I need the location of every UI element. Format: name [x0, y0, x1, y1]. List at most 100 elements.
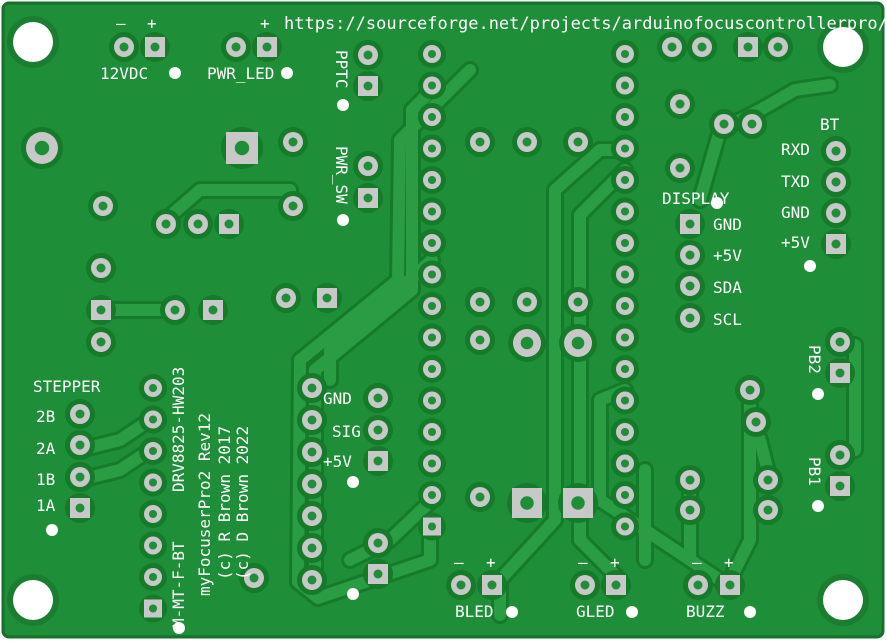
round-pad — [465, 482, 495, 512]
square-pad — [733, 32, 763, 62]
round-pad — [278, 127, 308, 157]
round-pad — [297, 373, 327, 403]
bled-plus-label: + — [486, 553, 496, 572]
round-pad — [418, 166, 446, 194]
round-pad — [611, 481, 639, 509]
round-pad — [611, 355, 639, 383]
round-pad — [139, 437, 167, 465]
round-pad — [709, 109, 739, 139]
round-pad — [418, 292, 446, 320]
stepper-2a-label: 2A — [36, 439, 56, 458]
square-pad — [825, 358, 855, 388]
round-pad — [151, 209, 181, 239]
square-pad — [507, 483, 547, 523]
credit-1-label: (c) R Brown 2017 — [215, 426, 234, 580]
gled-minus-label: – — [578, 553, 588, 572]
square-pad — [363, 446, 393, 476]
square-pad — [825, 471, 855, 501]
round-pad — [611, 323, 639, 352]
round-pad — [139, 531, 167, 560]
round-pad — [683, 570, 713, 600]
pin1-marker-dot — [626, 606, 638, 618]
buzz-minus-label: – — [692, 553, 702, 572]
round-pad — [741, 407, 771, 437]
round-pad — [297, 405, 327, 435]
round-pad — [418, 323, 446, 352]
round-pad — [675, 495, 705, 525]
pin1-marker-dot — [711, 197, 723, 209]
square-pad — [312, 283, 342, 313]
round-pad — [675, 465, 705, 495]
pin1-marker-dot — [337, 99, 349, 111]
round-pad — [675, 303, 705, 333]
round-pad — [363, 415, 393, 445]
pin1-marker-dot — [173, 622, 185, 634]
round-pad — [418, 386, 446, 415]
square-pad — [353, 71, 383, 101]
url-label: https://sourceforge.net/projects/arduino… — [284, 14, 886, 34]
round-pad — [675, 240, 705, 270]
round-pad — [611, 512, 639, 541]
round-pad — [88, 191, 118, 221]
round-pad — [418, 134, 446, 163]
round-pad — [65, 430, 95, 460]
silkscreen-dots — [46, 67, 824, 634]
round-pad — [665, 153, 695, 183]
sensor-5v-label: +5V — [323, 452, 352, 471]
round-pad — [735, 375, 765, 405]
power-plus-label: + — [147, 14, 157, 33]
round-pad — [825, 440, 855, 470]
pin1-marker-dot — [46, 524, 58, 536]
pb2-label: PB2 — [805, 345, 824, 374]
display-gnd-label: GND — [713, 215, 742, 234]
round-pad — [465, 287, 495, 317]
buzz-label: BUZZ — [686, 602, 725, 621]
round-pad — [821, 198, 851, 228]
round-pad — [297, 501, 327, 531]
board-name-label: myFocuserPro2 Rev12 — [195, 413, 214, 596]
silkscreen-text: https://sourceforge.net/projects/arduino… — [33, 14, 886, 628]
round-pad — [278, 191, 308, 221]
pin1-marker-dot — [347, 588, 359, 600]
round-pad — [611, 229, 639, 257]
bt-txd-label: TXD — [781, 172, 810, 191]
square-pad — [65, 493, 95, 523]
round-pad — [418, 229, 446, 257]
round-pad — [446, 570, 476, 600]
display-scl-label: SCL — [713, 310, 742, 329]
square-pad — [140, 32, 170, 62]
round-pad — [139, 500, 167, 528]
bt-gnd-label: GND — [781, 203, 810, 222]
round-pad — [821, 167, 851, 197]
round-pad — [418, 71, 446, 100]
round-pad — [512, 127, 542, 157]
square-pad — [221, 127, 263, 169]
round-pad — [611, 197, 639, 226]
round-pad — [418, 481, 446, 509]
round-pad — [363, 528, 393, 558]
pin1-marker-dot — [347, 476, 359, 488]
display-5v-label: +5V — [713, 246, 742, 265]
round-pad — [611, 134, 639, 163]
square-pad — [139, 594, 167, 623]
round-pad — [418, 355, 446, 383]
bt-rxd-label: RXD — [781, 140, 810, 159]
gled-label: GLED — [576, 602, 615, 621]
display-label: DISPLAY — [662, 189, 730, 208]
gled-plus-label: + — [610, 553, 620, 572]
round-pad — [763, 32, 793, 62]
pwr-led-label: PWR_LED — [207, 64, 274, 83]
square-pad — [214, 209, 244, 239]
round-pad — [418, 103, 446, 131]
round-pad — [353, 40, 383, 70]
round-pad — [675, 271, 705, 301]
component-pads — [21, 32, 855, 623]
bled-label: BLED — [455, 602, 494, 621]
round-pad — [611, 418, 639, 446]
round-pad — [465, 325, 495, 355]
credit-2-label: (c) D Brown 2022 — [233, 426, 252, 580]
round-pad — [139, 405, 167, 434]
square-pad — [477, 570, 507, 600]
pin1-marker-dot — [506, 606, 518, 618]
pin1-marker-dot — [744, 606, 756, 618]
